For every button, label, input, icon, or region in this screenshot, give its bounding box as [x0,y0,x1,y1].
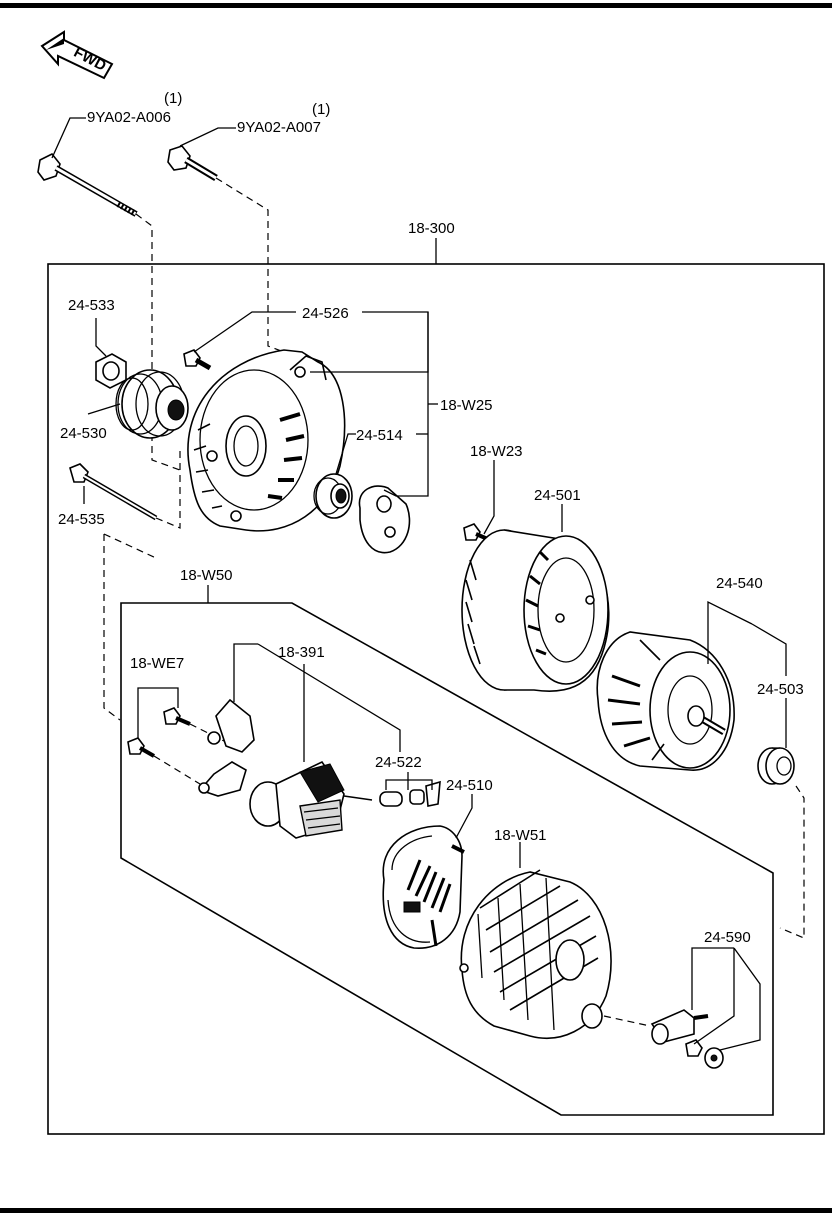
callout-24-503: 24-503 [757,681,804,698]
rotor [596,631,735,771]
stator [461,529,610,693]
bolt-short [167,145,218,182]
rectifier [382,825,465,949]
terminal-bolt [650,1009,724,1069]
callout-24-514: 24-514 [356,427,403,444]
pulley [115,369,189,439]
callout-18-W25: 18-W25 [440,397,493,414]
callout-24-510: 24-510 [446,777,493,794]
note-9YA02-A007: (1) [312,101,330,118]
brush-bracket [198,698,255,797]
front-cover [187,349,346,532]
bottom-rule [0,1208,832,1213]
callout-18-W51: 18-W51 [494,827,547,844]
rear-cover [459,869,612,1039]
callout-24-522: 24-522 [375,754,422,771]
brushes [379,780,441,807]
rear-assy-outline [120,602,774,1116]
regulator [249,760,373,839]
callout-18-391: 18-391 [278,644,325,661]
through-bolt [69,463,158,521]
callout-18-W23: 18-W23 [470,443,523,460]
callout-24-535: 24-535 [58,511,105,528]
callout-18-WE7: 18-WE7 [130,655,184,672]
top-rule [0,3,832,8]
callout-18-W50: 18-W50 [180,567,233,584]
callout-18-300: 18-300 [408,220,455,237]
front-bearing [313,473,353,519]
callout-24-533: 24-533 [68,297,115,314]
callout-9YA02-A007: 9YA02-A007 [237,119,321,136]
nut [95,353,127,389]
bolt-long [37,152,138,217]
fwd-arrow-icon: FWD [40,30,114,80]
callout-24-540: 24-540 [716,575,763,592]
callout-24-526: 24-526 [302,305,349,322]
callout-9YA02-A006: 9YA02-A006 [87,109,171,126]
screw-24-526 [183,349,212,371]
note-9YA02-A006: (1) [164,90,182,107]
retainer-plate [358,485,411,554]
callout-24-530: 24-530 [60,425,107,442]
callout-24-590: 24-590 [704,929,751,946]
screws-18-WE7 [127,707,191,758]
callout-24-501: 24-501 [534,487,581,504]
rear-bearing [757,747,795,785]
